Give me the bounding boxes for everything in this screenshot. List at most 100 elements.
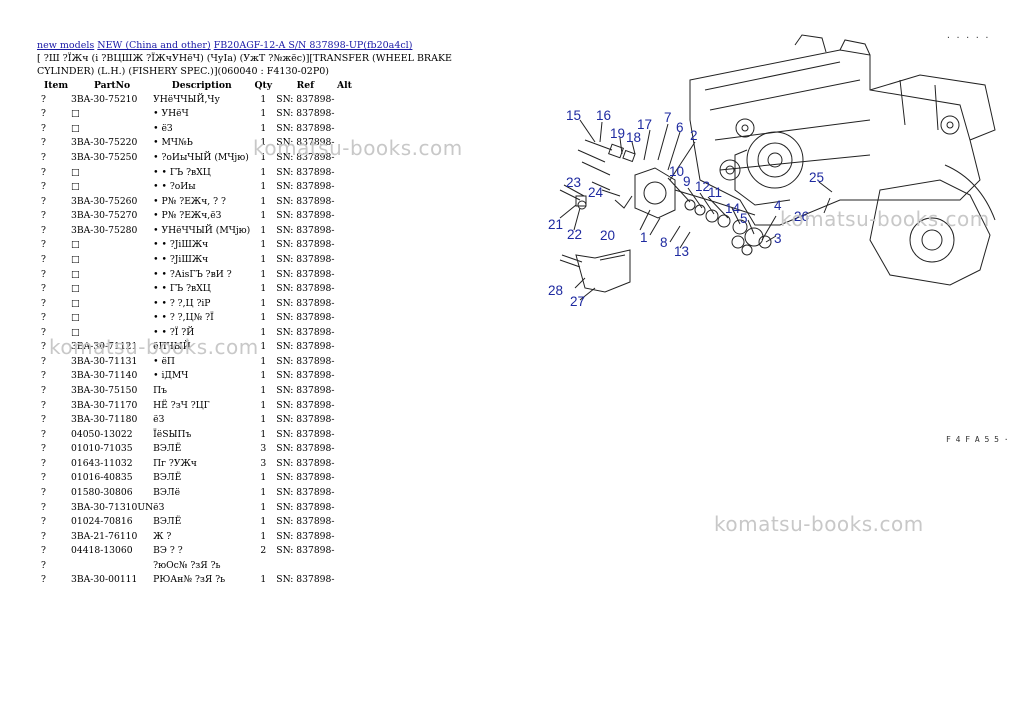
breadcrumb-link-new-models[interactable]: new models bbox=[37, 40, 95, 51]
row-partno: 3BA-21-76110 bbox=[71, 530, 138, 542]
row-ref: SN: 837898- bbox=[276, 457, 335, 469]
table-row: ??юОс№ ?зЯ ?ь bbox=[37, 558, 354, 573]
row-item: ? bbox=[41, 297, 46, 309]
row-description: • Р№ ?ЕЖч, ? ? bbox=[153, 195, 226, 207]
callout-label: 6 bbox=[676, 120, 684, 135]
row-partno: 3BA-30-71310UN bbox=[71, 501, 154, 513]
callout-label: 9 bbox=[683, 174, 691, 189]
row-qty: 1 bbox=[260, 428, 267, 440]
row-alt bbox=[334, 354, 354, 369]
row-description: • • ГЪ ?вХЦ bbox=[153, 283, 211, 295]
row-description: ?юОс№ ?зЯ ?ь bbox=[153, 559, 221, 571]
diagram-code-top: · · · · · bbox=[946, 33, 989, 42]
row-partno: 3BA-30-71140 bbox=[71, 370, 138, 382]
row-ref: SN: 837898- bbox=[276, 239, 335, 251]
row-qty: 3 bbox=[260, 443, 267, 455]
row-alt bbox=[334, 456, 354, 471]
row-alt bbox=[334, 369, 354, 384]
row-alt bbox=[334, 252, 354, 267]
row-alt bbox=[334, 340, 354, 355]
row-alt bbox=[334, 310, 354, 325]
row-alt bbox=[334, 194, 354, 209]
row-ref: SN: 837898- bbox=[276, 341, 335, 353]
row-qty: 1 bbox=[260, 472, 267, 484]
row-qty: 2 bbox=[260, 545, 267, 557]
row-description: Пг ?УЖч bbox=[153, 457, 197, 469]
row-alt bbox=[334, 136, 354, 151]
row-qty: 1 bbox=[260, 268, 267, 280]
row-item: ? bbox=[41, 574, 46, 586]
row-partno: □ bbox=[71, 312, 80, 324]
row-description: УНёЧЧЫЙ,Чу bbox=[153, 93, 220, 105]
breadcrumb-link-region[interactable]: NEW (China and other) bbox=[97, 40, 211, 51]
row-item: ? bbox=[41, 516, 46, 528]
row-ref: SN: 837898- bbox=[276, 530, 335, 542]
row-partno: 3BA-30-71180 bbox=[71, 414, 138, 426]
row-qty: 1 bbox=[260, 152, 267, 164]
row-partno: □ bbox=[71, 181, 80, 193]
row-alt bbox=[334, 121, 354, 136]
row-partno: 3BA-30-75280 bbox=[71, 224, 138, 236]
breadcrumb: new models NEW (China and other) FB20AGF… bbox=[37, 39, 517, 52]
row-partno: 3BA-30-75220 bbox=[71, 137, 138, 149]
row-alt bbox=[334, 485, 354, 500]
row-ref: SN: 837898- bbox=[276, 122, 335, 134]
row-qty: 1 bbox=[260, 224, 267, 236]
callout-label: 4 bbox=[774, 198, 782, 213]
row-description: • УНёЧ bbox=[153, 108, 189, 120]
breadcrumb-link-model[interactable]: FB20AGF-12-A S/N 837898-UP(fb20a4cl) bbox=[213, 40, 413, 51]
callout-label: 2 bbox=[690, 128, 698, 143]
callout-label: 3 bbox=[774, 231, 782, 246]
row-item: ? bbox=[41, 385, 46, 397]
row-qty: 1 bbox=[260, 486, 267, 498]
row-item: ? bbox=[41, 195, 46, 207]
header-item: Item bbox=[43, 80, 69, 91]
row-description: • • ?оИы bbox=[153, 181, 196, 193]
row-item: ? bbox=[41, 370, 46, 382]
row-description: ёЗ bbox=[153, 414, 165, 426]
row-alt bbox=[334, 442, 354, 457]
row-partno bbox=[71, 558, 153, 573]
row-partno: □ bbox=[71, 122, 80, 134]
row-alt bbox=[334, 223, 354, 238]
row-ref: SN: 837898- bbox=[276, 326, 335, 338]
row-ref: SN: 837898- bbox=[276, 443, 335, 455]
row-ref: SN: 837898- bbox=[276, 370, 335, 382]
callout-label: 5 bbox=[740, 211, 748, 226]
callout-label: 26 bbox=[794, 209, 809, 224]
row-ref: SN: 837898- bbox=[276, 385, 335, 397]
row-qty: 1 bbox=[260, 297, 267, 309]
row-ref: SN: 837898- bbox=[276, 297, 335, 309]
row-partno: 3BA-30-75210 bbox=[71, 93, 138, 105]
row-description: ВЭЛё bbox=[153, 486, 181, 498]
callout-label: 27 bbox=[570, 294, 585, 309]
callout-label: 12 bbox=[695, 179, 710, 194]
callout-label: 16 bbox=[596, 108, 611, 123]
row-qty: 1 bbox=[260, 181, 267, 193]
row-description: • Р№ ?ЕЖч,ёЗ bbox=[153, 210, 222, 222]
row-description: Пъ bbox=[153, 385, 167, 397]
row-item: ? bbox=[41, 428, 46, 440]
row-ref: SN: 837898- bbox=[276, 108, 335, 120]
row-alt bbox=[334, 107, 354, 122]
row-item: ? bbox=[41, 166, 46, 178]
callout-label: 25 bbox=[809, 170, 824, 185]
row-item: ? bbox=[41, 108, 46, 120]
row-description: ВЭЛЁ bbox=[153, 472, 182, 484]
row-description: • іДМЧ bbox=[153, 370, 189, 382]
row-qty: 1 bbox=[260, 108, 267, 120]
row-item: ? bbox=[41, 181, 46, 193]
row-description: • • ?ЈіШЖч bbox=[153, 253, 209, 265]
header-qty: Qty bbox=[254, 80, 273, 91]
table-header-row: Item PartNo Description Qty Ref Alt bbox=[37, 79, 354, 92]
